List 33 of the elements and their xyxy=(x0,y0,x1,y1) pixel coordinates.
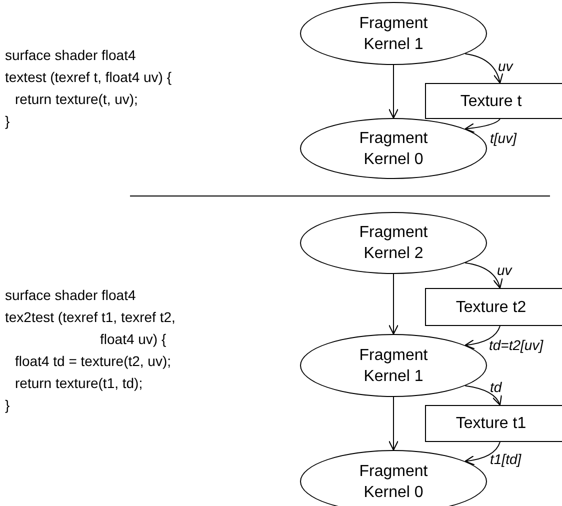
code-line: float4 td = texture(t2, uv); xyxy=(15,352,172,370)
code-line: return texture(t, uv); xyxy=(15,90,138,108)
code-line: surface shader float4 xyxy=(5,46,136,64)
texture-box: Texture t xyxy=(425,83,562,119)
texture-box: Texture t2 xyxy=(425,288,562,326)
texture-box: Texture t1 xyxy=(425,405,562,442)
edge-label: t1[td] xyxy=(490,451,522,467)
arrow xyxy=(388,274,399,335)
code-line: } xyxy=(5,112,10,130)
kernel-ellipse: Fragment Kernel 0 xyxy=(300,118,487,179)
code-line: float4 uv) { xyxy=(100,330,166,348)
code-line: textest (texref t, float4 uv) { xyxy=(5,68,172,86)
arrow xyxy=(464,262,502,289)
code-line: return texture(t1, td); xyxy=(15,374,143,392)
arrow xyxy=(464,326,500,350)
arrow xyxy=(464,53,503,84)
code-line: tex2test (texref t1, texref t2, xyxy=(5,308,176,326)
kernel-ellipse: Fragment Kernel 1 xyxy=(300,2,487,65)
edge-label: td=t2[uv] xyxy=(489,337,544,353)
arrow xyxy=(464,385,502,406)
arrow xyxy=(388,396,399,451)
code-line: surface shader float4 xyxy=(5,286,136,304)
arrow xyxy=(464,442,500,466)
kernel-ellipse: Fragment Kernel 2 xyxy=(300,212,487,274)
edge-label: uv xyxy=(497,262,512,278)
arrow xyxy=(464,118,500,133)
edge-label: t[uv] xyxy=(490,130,516,146)
kernel-ellipse: Fragment Kernel 1 xyxy=(300,334,487,397)
code-line: } xyxy=(5,396,10,414)
arrow xyxy=(388,64,399,119)
edge-label: uv xyxy=(498,58,513,74)
edge-label: td xyxy=(490,379,502,395)
kernel-ellipse: Fragment Kernel 0 xyxy=(300,450,487,506)
